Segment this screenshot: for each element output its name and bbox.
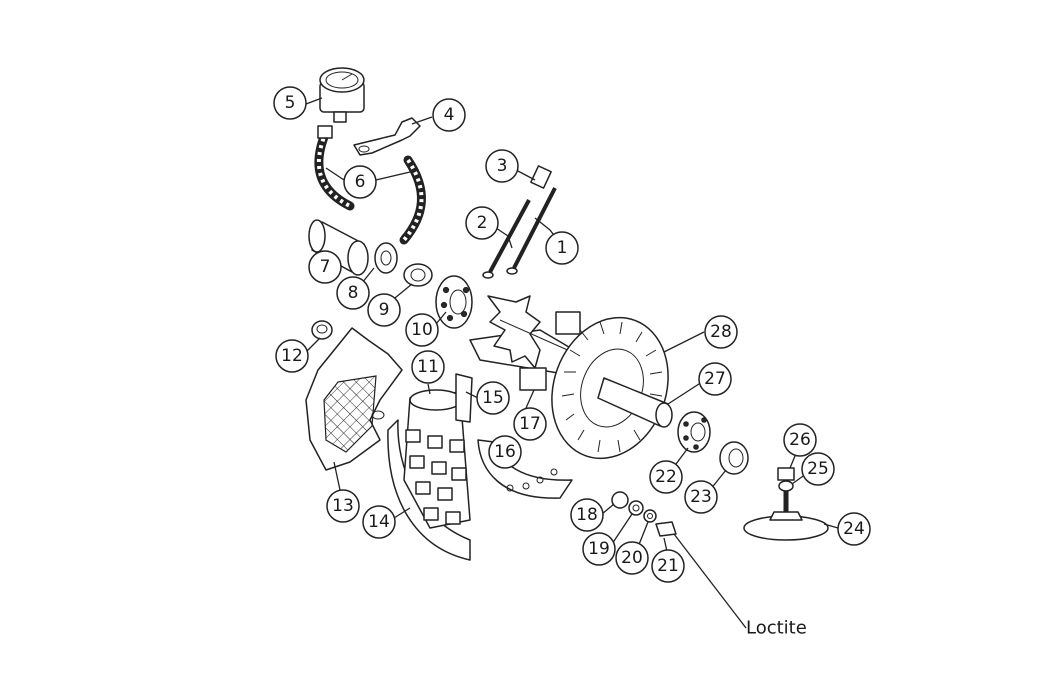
part-cylinder-assembly <box>308 219 433 287</box>
callout-6: 6 <box>343 165 377 199</box>
svg-text:26: 26 <box>789 430 811 450</box>
callout-25: 25 <box>801 452 835 486</box>
part-studded-tire <box>387 373 473 561</box>
part-seal <box>719 441 749 475</box>
svg-text:16: 16 <box>494 442 516 462</box>
svg-text:14: 14 <box>368 512 390 532</box>
svg-text:4: 4 <box>444 105 455 125</box>
part-guard-plate <box>305 327 403 471</box>
callout-12: 12 <box>275 339 309 373</box>
callout-15: 15 <box>476 381 510 415</box>
callout-9: 9 <box>367 293 401 327</box>
svg-text:9: 9 <box>379 300 390 320</box>
svg-text:25: 25 <box>807 459 829 479</box>
part-axle-tube <box>597 377 673 428</box>
callout-28: 28 <box>704 315 738 349</box>
svg-text:22: 22 <box>655 467 677 487</box>
svg-text:1: 1 <box>557 238 568 258</box>
callout-7: 7 <box>308 250 342 284</box>
svg-text:5: 5 <box>285 93 296 113</box>
svg-text:21: 21 <box>657 556 679 576</box>
callout-22: 22 <box>649 460 683 494</box>
svg-text:24: 24 <box>843 519 865 539</box>
leader-lines <box>305 97 839 629</box>
svg-text:7: 7 <box>320 257 331 277</box>
callout-21: 21 <box>651 549 685 583</box>
svg-text:3: 3 <box>497 156 508 176</box>
svg-text:10: 10 <box>411 320 433 340</box>
part-hardware-set <box>611 491 677 537</box>
callout-17: 17 <box>513 407 547 441</box>
svg-text:23: 23 <box>690 487 712 507</box>
svg-text:18: 18 <box>576 505 598 525</box>
callout-18: 18 <box>570 498 604 532</box>
callout-3: 3 <box>485 149 519 183</box>
callout-1: 1 <box>545 231 579 265</box>
part-bearing-10 <box>435 275 473 329</box>
callout-23: 23 <box>684 480 718 514</box>
svg-text:17: 17 <box>519 414 541 434</box>
part-gauge <box>319 67 365 123</box>
callout-5: 5 <box>273 86 307 120</box>
part-bearing-22 <box>677 411 711 453</box>
part-tie-bolts <box>482 165 557 279</box>
svg-text:20: 20 <box>621 548 643 568</box>
svg-text:15: 15 <box>482 388 504 408</box>
callout-16: 16 <box>488 435 522 469</box>
svg-text:28: 28 <box>710 322 732 342</box>
callout-20: 20 <box>615 541 649 575</box>
svg-text:11: 11 <box>417 357 439 377</box>
svg-text:6: 6 <box>355 172 366 192</box>
svg-text:27: 27 <box>704 369 726 389</box>
callout-2: 2 <box>465 206 499 240</box>
part-foot-mount <box>743 467 829 541</box>
svg-text:2: 2 <box>477 213 488 233</box>
part-hoses <box>314 125 426 245</box>
callout-27: 27 <box>698 362 732 396</box>
part-bracket <box>353 117 421 156</box>
callout-8: 8 <box>336 276 370 310</box>
callout-10: 10 <box>405 313 439 347</box>
callout-13: 13 <box>326 489 360 523</box>
svg-text:19: 19 <box>588 539 610 559</box>
callout-24: 24 <box>837 512 871 546</box>
svg-text:8: 8 <box>348 283 359 303</box>
callout-19: 19 <box>582 532 616 566</box>
svg-text:12: 12 <box>281 346 303 366</box>
callout-26: 26 <box>783 423 817 457</box>
callout-11: 11 <box>411 350 445 384</box>
svg-text:13: 13 <box>332 496 354 516</box>
part-nut-12 <box>311 320 333 340</box>
loctite-note: Loctite <box>746 618 807 639</box>
callout-14: 14 <box>362 505 396 539</box>
callout-4: 4 <box>432 98 466 132</box>
